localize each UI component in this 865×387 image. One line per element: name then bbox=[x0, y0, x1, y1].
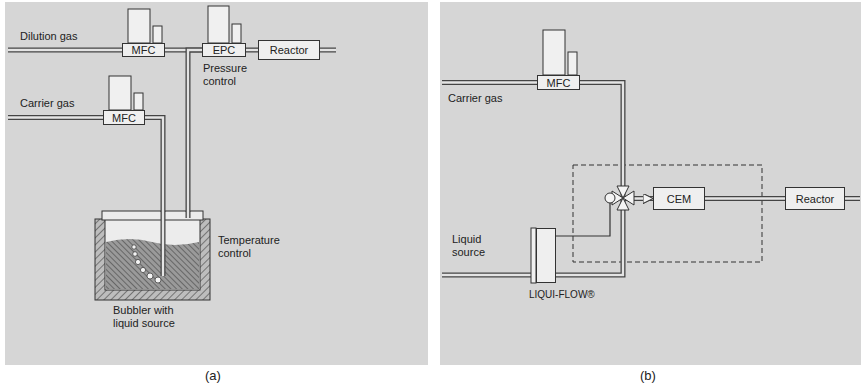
bubbler-vessel bbox=[95, 211, 210, 300]
cem-box: CEM bbox=[653, 187, 705, 210]
pipe-bore bbox=[246, 49, 258, 51]
mfc-box: MFC bbox=[537, 75, 580, 90]
panel bbox=[5, 2, 428, 365]
note-label: Temperature control bbox=[218, 234, 290, 260]
pipe-outline bbox=[580, 83, 653, 199]
pipe-connector bbox=[188, 50, 202, 212]
pipe-outline bbox=[556, 199, 653, 276]
mfc-box: MFC bbox=[122, 43, 165, 57]
pipe-connector bbox=[580, 83, 653, 199]
gas-label: Liquid source bbox=[452, 233, 500, 259]
cem-module-frame bbox=[573, 165, 762, 262]
pipe-connector bbox=[145, 118, 163, 213]
reactor-box: Reactor bbox=[258, 40, 320, 60]
pipe-connector bbox=[246, 50, 258, 51]
pipe-outline bbox=[246, 48, 258, 53]
pipe-outline bbox=[145, 118, 163, 213]
pipe-connector bbox=[556, 199, 653, 276]
bubbler: Bubbler with liquid source bbox=[95, 212, 210, 300]
node-label: Reactor bbox=[270, 44, 309, 56]
node-label: EPC bbox=[213, 44, 236, 56]
node-label: Reactor bbox=[796, 193, 835, 205]
liqui-flow-box: LIQUI-FLOW® bbox=[536, 228, 556, 283]
node-caption: LIQUI-FLOW® bbox=[529, 288, 595, 301]
gas-label: Carrier gas bbox=[448, 92, 502, 105]
gas-label: Dilution gas bbox=[20, 30, 77, 43]
gas-label: Carrier gas bbox=[20, 97, 74, 110]
node-label: CEM bbox=[667, 193, 691, 205]
pipe-bore bbox=[145, 118, 163, 213]
pipe-connector bbox=[705, 198, 785, 199]
panel bbox=[440, 2, 861, 365]
mfc-box: MFC bbox=[103, 110, 145, 125]
node-caption: Bubbler with liquid source bbox=[113, 304, 195, 330]
epc-box: EPCPressure control bbox=[202, 43, 246, 57]
control-line bbox=[556, 203, 610, 236]
controller-icons bbox=[109, 6, 577, 110]
node-label: MFC bbox=[547, 77, 571, 89]
node-label: MFC bbox=[112, 112, 136, 124]
pipe-bore bbox=[580, 83, 653, 199]
panel-label: (a) bbox=[205, 369, 221, 382]
reactor-box: Reactor bbox=[785, 187, 845, 210]
pipe-bore bbox=[705, 197, 785, 199]
pipe-bore bbox=[556, 199, 653, 276]
pipe-bore bbox=[188, 50, 202, 212]
panel-label: (b) bbox=[640, 369, 656, 382]
pipe-outline bbox=[705, 196, 785, 201]
pipe-outline bbox=[188, 50, 202, 212]
node-caption: Pressure control bbox=[203, 62, 261, 88]
node-label: MFC bbox=[132, 44, 156, 56]
three-way-valve bbox=[605, 186, 634, 210]
